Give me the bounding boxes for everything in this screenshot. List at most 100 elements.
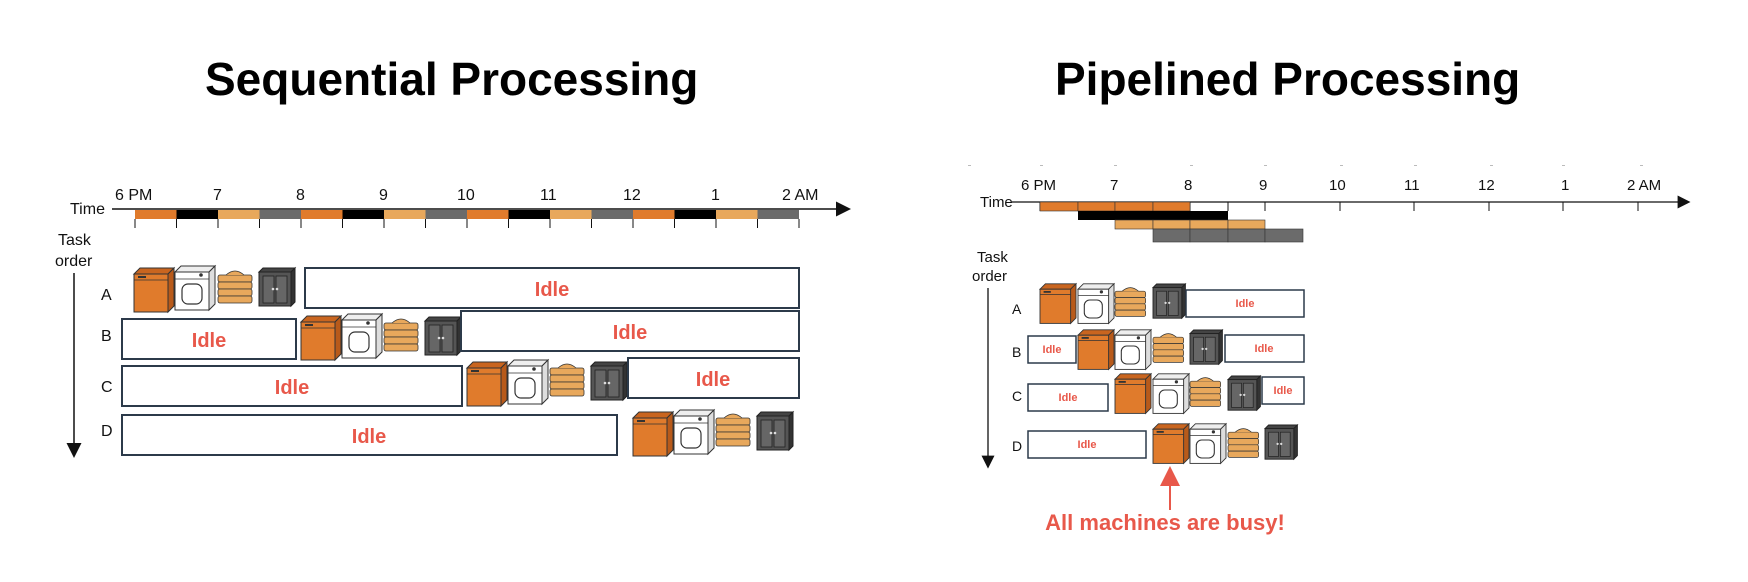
pipe-bar-seg xyxy=(1189,219,1229,230)
seq-bar-seg xyxy=(176,210,218,219)
seq-tick-label: 7 xyxy=(213,187,222,204)
seq-order-label: order xyxy=(55,253,93,270)
pipe-tick-label: 2 AM xyxy=(1627,177,1661,194)
seq-idle-label: Idle xyxy=(535,279,569,301)
pipe-idle-box xyxy=(1027,335,1077,364)
dryer-icon xyxy=(341,313,383,359)
closet-icon xyxy=(1264,424,1298,460)
seq-tick-label: 10 xyxy=(457,187,475,204)
seq-tick-label: 6 PM xyxy=(115,187,152,204)
pipe-top-dots xyxy=(968,165,1643,166)
dryer-icon xyxy=(1114,329,1152,370)
pipelined-diagram: Time 6 PM 7 8 9 10 11 12 1 2 AM xyxy=(968,165,1691,535)
washer-icon xyxy=(1077,329,1115,370)
dryer-icon xyxy=(507,359,549,405)
dryer-icon xyxy=(1077,283,1115,324)
seq-bar-seg xyxy=(425,210,467,219)
pipe-tick-label: 9 xyxy=(1259,177,1267,194)
seq-row-label: B xyxy=(101,328,112,345)
seq-bar-seg xyxy=(342,210,384,219)
seq-time-bar xyxy=(135,210,799,219)
seq-idle-label: Idle xyxy=(352,426,386,448)
pipe-idle-box xyxy=(1261,376,1305,405)
pipe-bar-seg xyxy=(1227,228,1266,243)
seq-tick-label: 12 xyxy=(623,187,641,204)
sequential-diagram: Time xyxy=(55,187,851,458)
pipe-order-label: order xyxy=(972,268,1007,285)
pipe-bar-seg xyxy=(1039,201,1079,212)
washer-icon xyxy=(1039,283,1077,324)
pipe-idle-label: Idle xyxy=(1078,439,1097,451)
pipe-idle-label: Idle xyxy=(1274,385,1293,397)
pipe-bar-seg xyxy=(1077,201,1116,212)
folded-clothes-icon xyxy=(383,318,419,352)
pipe-bar-seg xyxy=(1189,228,1229,243)
pipe-tick-label: 8 xyxy=(1184,177,1192,194)
seq-bar-seg xyxy=(467,210,509,219)
pipe-bar-seg xyxy=(1153,211,1190,220)
pipe-idle-label: Idle xyxy=(1255,343,1274,355)
washer-icon xyxy=(300,315,342,361)
pipe-bar-seg xyxy=(1152,219,1191,230)
seq-row-label: A xyxy=(101,287,112,304)
washer-icon xyxy=(466,361,508,407)
closet-icon xyxy=(1189,329,1223,365)
pipe-task-label: Task xyxy=(977,249,1008,266)
seq-tick-label: 2 AM xyxy=(782,187,818,204)
folded-clothes-icon xyxy=(217,270,253,304)
pipe-bar-seg xyxy=(1152,201,1191,212)
washer-icon xyxy=(1152,423,1190,464)
dryer-icon xyxy=(673,409,715,455)
pipe-idle-box xyxy=(1185,289,1305,318)
pipe-idle-label: Idle xyxy=(1236,298,1255,310)
seq-row-label: C xyxy=(101,379,113,396)
seq-ticks xyxy=(134,219,800,228)
seq-bar-seg xyxy=(633,210,675,219)
seq-bar-seg xyxy=(508,210,550,219)
washer-icon xyxy=(1114,373,1152,414)
dryer-icon xyxy=(1152,373,1190,414)
pipe-tick-label: 12 xyxy=(1478,177,1495,194)
seq-idle-box xyxy=(627,357,800,399)
seq-row-label: D xyxy=(101,423,113,440)
pipe-bar-seg xyxy=(1114,219,1154,230)
folded-clothes-icon xyxy=(1114,287,1146,317)
pipe-tick-label: 6 PM xyxy=(1021,177,1056,194)
seq-idle-box xyxy=(121,414,618,456)
folded-clothes-icon xyxy=(1152,333,1184,363)
busy-annotation: All machines are busy! xyxy=(1045,510,1285,535)
seq-tick-label: 11 xyxy=(540,187,557,204)
pipe-row-label: D xyxy=(1012,438,1022,454)
pipe-row-label: A xyxy=(1012,301,1022,317)
seq-bar-seg xyxy=(591,210,633,219)
folded-clothes-icon xyxy=(715,413,751,447)
pipe-bar-seg xyxy=(1152,228,1191,243)
seq-bar-seg xyxy=(218,210,260,219)
seq-idle-box xyxy=(304,267,800,309)
seq-bar-seg xyxy=(259,210,301,219)
seq-bar-seg xyxy=(135,210,177,219)
seq-idle-box xyxy=(121,318,297,360)
pipe-row-label: B xyxy=(1012,344,1021,360)
pipelined-title: Pipelined Processing xyxy=(1055,53,1521,105)
pipe-idle-box xyxy=(1027,430,1147,459)
dryer-icon xyxy=(1189,423,1227,464)
pipe-bar-seg xyxy=(1078,211,1115,220)
seq-bar-seg xyxy=(550,210,592,219)
washer-icon xyxy=(632,411,674,457)
dryer-icon xyxy=(174,265,216,311)
closet-icon xyxy=(590,361,628,401)
pipe-bar-seg xyxy=(1114,201,1154,212)
seq-tick-label: 1 xyxy=(711,187,720,204)
seq-task-label: Task xyxy=(58,232,92,249)
pipe-idle-label: Idle xyxy=(1059,392,1078,404)
seq-idle-box xyxy=(460,310,800,352)
seq-idle-label: Idle xyxy=(696,369,730,391)
folded-clothes-icon xyxy=(1189,377,1221,407)
pipe-time-label: Time xyxy=(980,194,1013,211)
pipe-bar-seg xyxy=(1264,228,1304,243)
seq-time-label: Time xyxy=(70,201,105,218)
seq-idle-label: Idle xyxy=(275,377,309,399)
seq-tick-label: 9 xyxy=(379,187,388,204)
